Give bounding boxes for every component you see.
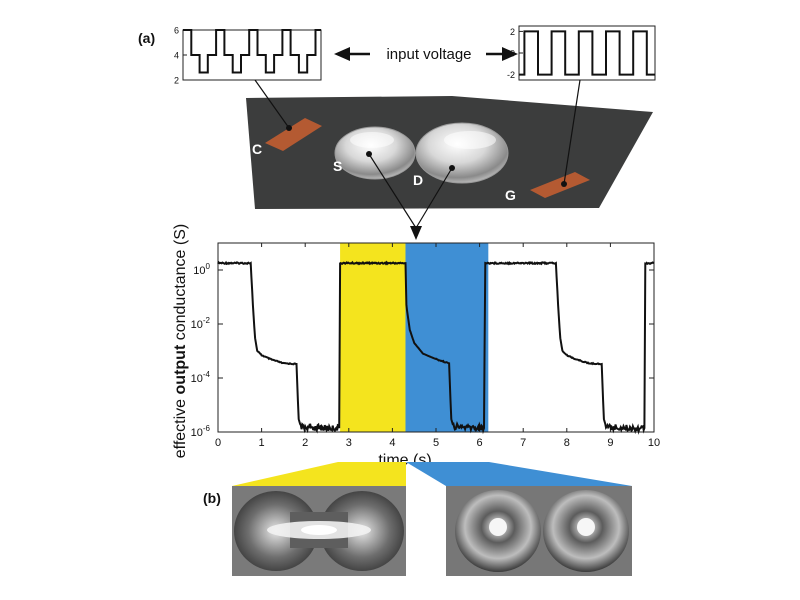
- conductance-series-line: [217, 260, 655, 435]
- shaded-region-yellow: [340, 243, 406, 432]
- inset-right-plot: 20-2: [507, 25, 656, 81]
- pad-g: [530, 172, 590, 198]
- inset-y-tick-label: 6: [174, 26, 179, 36]
- panel-label-a: (a): [138, 30, 155, 46]
- device-render: C S D G: [246, 79, 653, 240]
- y-tick-label: 100: [193, 262, 210, 277]
- electrode-label-c: C: [252, 141, 262, 157]
- inset-left-plot: 6 4 2: [174, 26, 322, 86]
- y-tick-label: 10-6: [191, 424, 211, 439]
- y-ticks: 100 10-2 10-4 10-6: [191, 262, 654, 439]
- panel-label-b: (b): [203, 490, 221, 506]
- photo-separated-droplets: [446, 486, 632, 576]
- inset-right-series-line: [519, 30, 655, 76]
- x-tick-label: 4: [389, 437, 395, 449]
- x-tick-label: 0: [215, 437, 221, 449]
- y-axis-label: effective output conductance (S): [172, 224, 189, 458]
- x-tick-label: 10: [648, 437, 660, 449]
- photo-merged-droplets: [232, 486, 406, 576]
- electrode-label-g: G: [505, 187, 516, 203]
- projection-blue: [406, 462, 632, 486]
- left-arrowhead-icon: [334, 47, 350, 61]
- x-tick-label: 1: [259, 437, 265, 449]
- x-tick-label: 5: [433, 437, 439, 449]
- inset-y-tick-label: 4: [174, 51, 179, 61]
- inset-y-tick-label: 2: [510, 27, 515, 37]
- y-tick-label: 10-4: [191, 370, 211, 385]
- x-tick-label: 2: [302, 437, 308, 449]
- x-tick-label: 8: [564, 437, 570, 449]
- x-tick-label: 7: [520, 437, 526, 449]
- input-voltage-label: input voltage: [386, 46, 471, 63]
- x-tick-label: 3: [346, 437, 352, 449]
- projection-yellow: [232, 462, 406, 486]
- x-ticks: 0 1 2 3 4 5 6 7 8 9 10: [215, 243, 660, 449]
- inset-y-tick-label: -2: [507, 70, 515, 80]
- electrode-label-d: D: [413, 172, 423, 188]
- inset-left-series-line: [183, 29, 321, 74]
- x-tick-label: 6: [477, 437, 483, 449]
- x-tick-label: 9: [607, 437, 613, 449]
- shaded-region-blue: [405, 243, 489, 432]
- down-arrow-icon: [410, 226, 422, 240]
- right-arrowhead-icon: [502, 47, 518, 61]
- y-tick-label: 10-2: [191, 316, 211, 331]
- inset-y-tick-label: 2: [174, 76, 179, 86]
- pad-c: [265, 118, 322, 151]
- shaded-regions: [340, 243, 489, 432]
- electrode-label-s: S: [333, 158, 342, 174]
- input-voltage-callout: input voltage: [334, 46, 518, 63]
